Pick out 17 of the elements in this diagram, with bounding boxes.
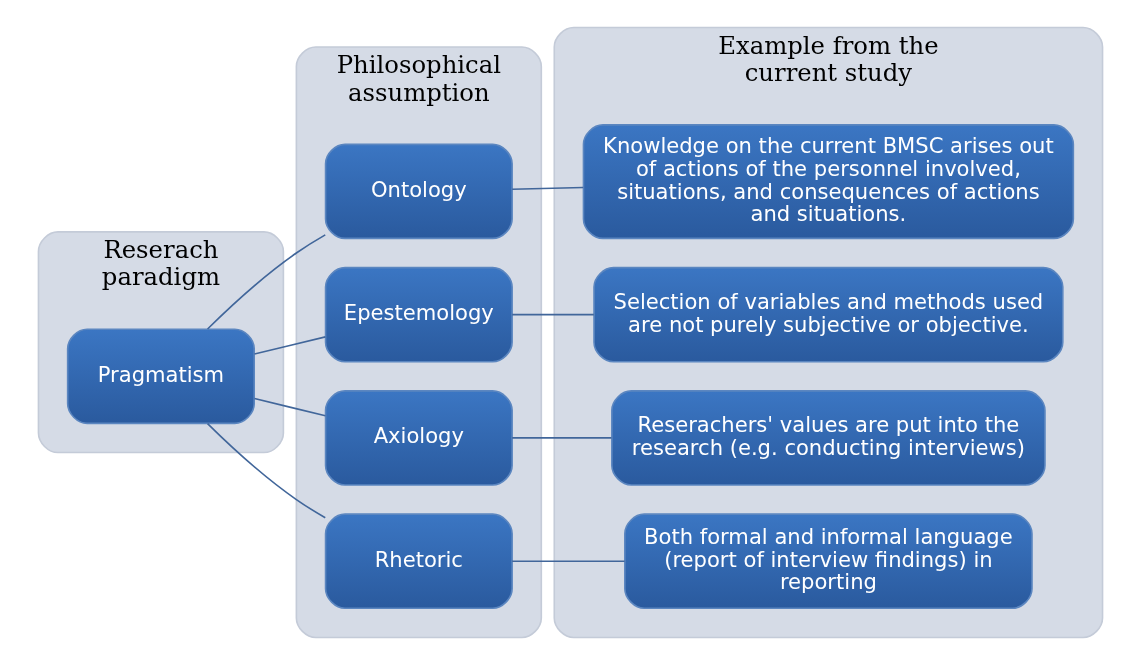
node-box: Selection of variables and methods used are not purely subjective or objective. — [593, 266, 1064, 363]
connector — [511, 560, 626, 562]
connector — [206, 422, 327, 519]
node-box: Pragmatism — [66, 328, 255, 425]
connector — [253, 397, 327, 417]
node-box: Axiology — [324, 390, 513, 486]
node-box: Both formal and informal language (report of interview findings) in reporting — [624, 513, 1033, 610]
node-box: Knowledge on the current BMSC arises out of actions of the personnel involved, situations, and consequences of actions and situations. — [582, 124, 1075, 240]
connector — [206, 234, 327, 330]
connector — [511, 186, 585, 190]
node-box: Ontology — [324, 143, 513, 240]
connector — [511, 437, 613, 439]
node-box: Reserachers' values are put into the research (e.g. conducting interviews) — [611, 390, 1046, 486]
connector — [511, 313, 595, 316]
node-box: Rhetoric — [324, 513, 513, 610]
connector — [253, 336, 327, 355]
node-box: Epestemology — [324, 266, 513, 363]
